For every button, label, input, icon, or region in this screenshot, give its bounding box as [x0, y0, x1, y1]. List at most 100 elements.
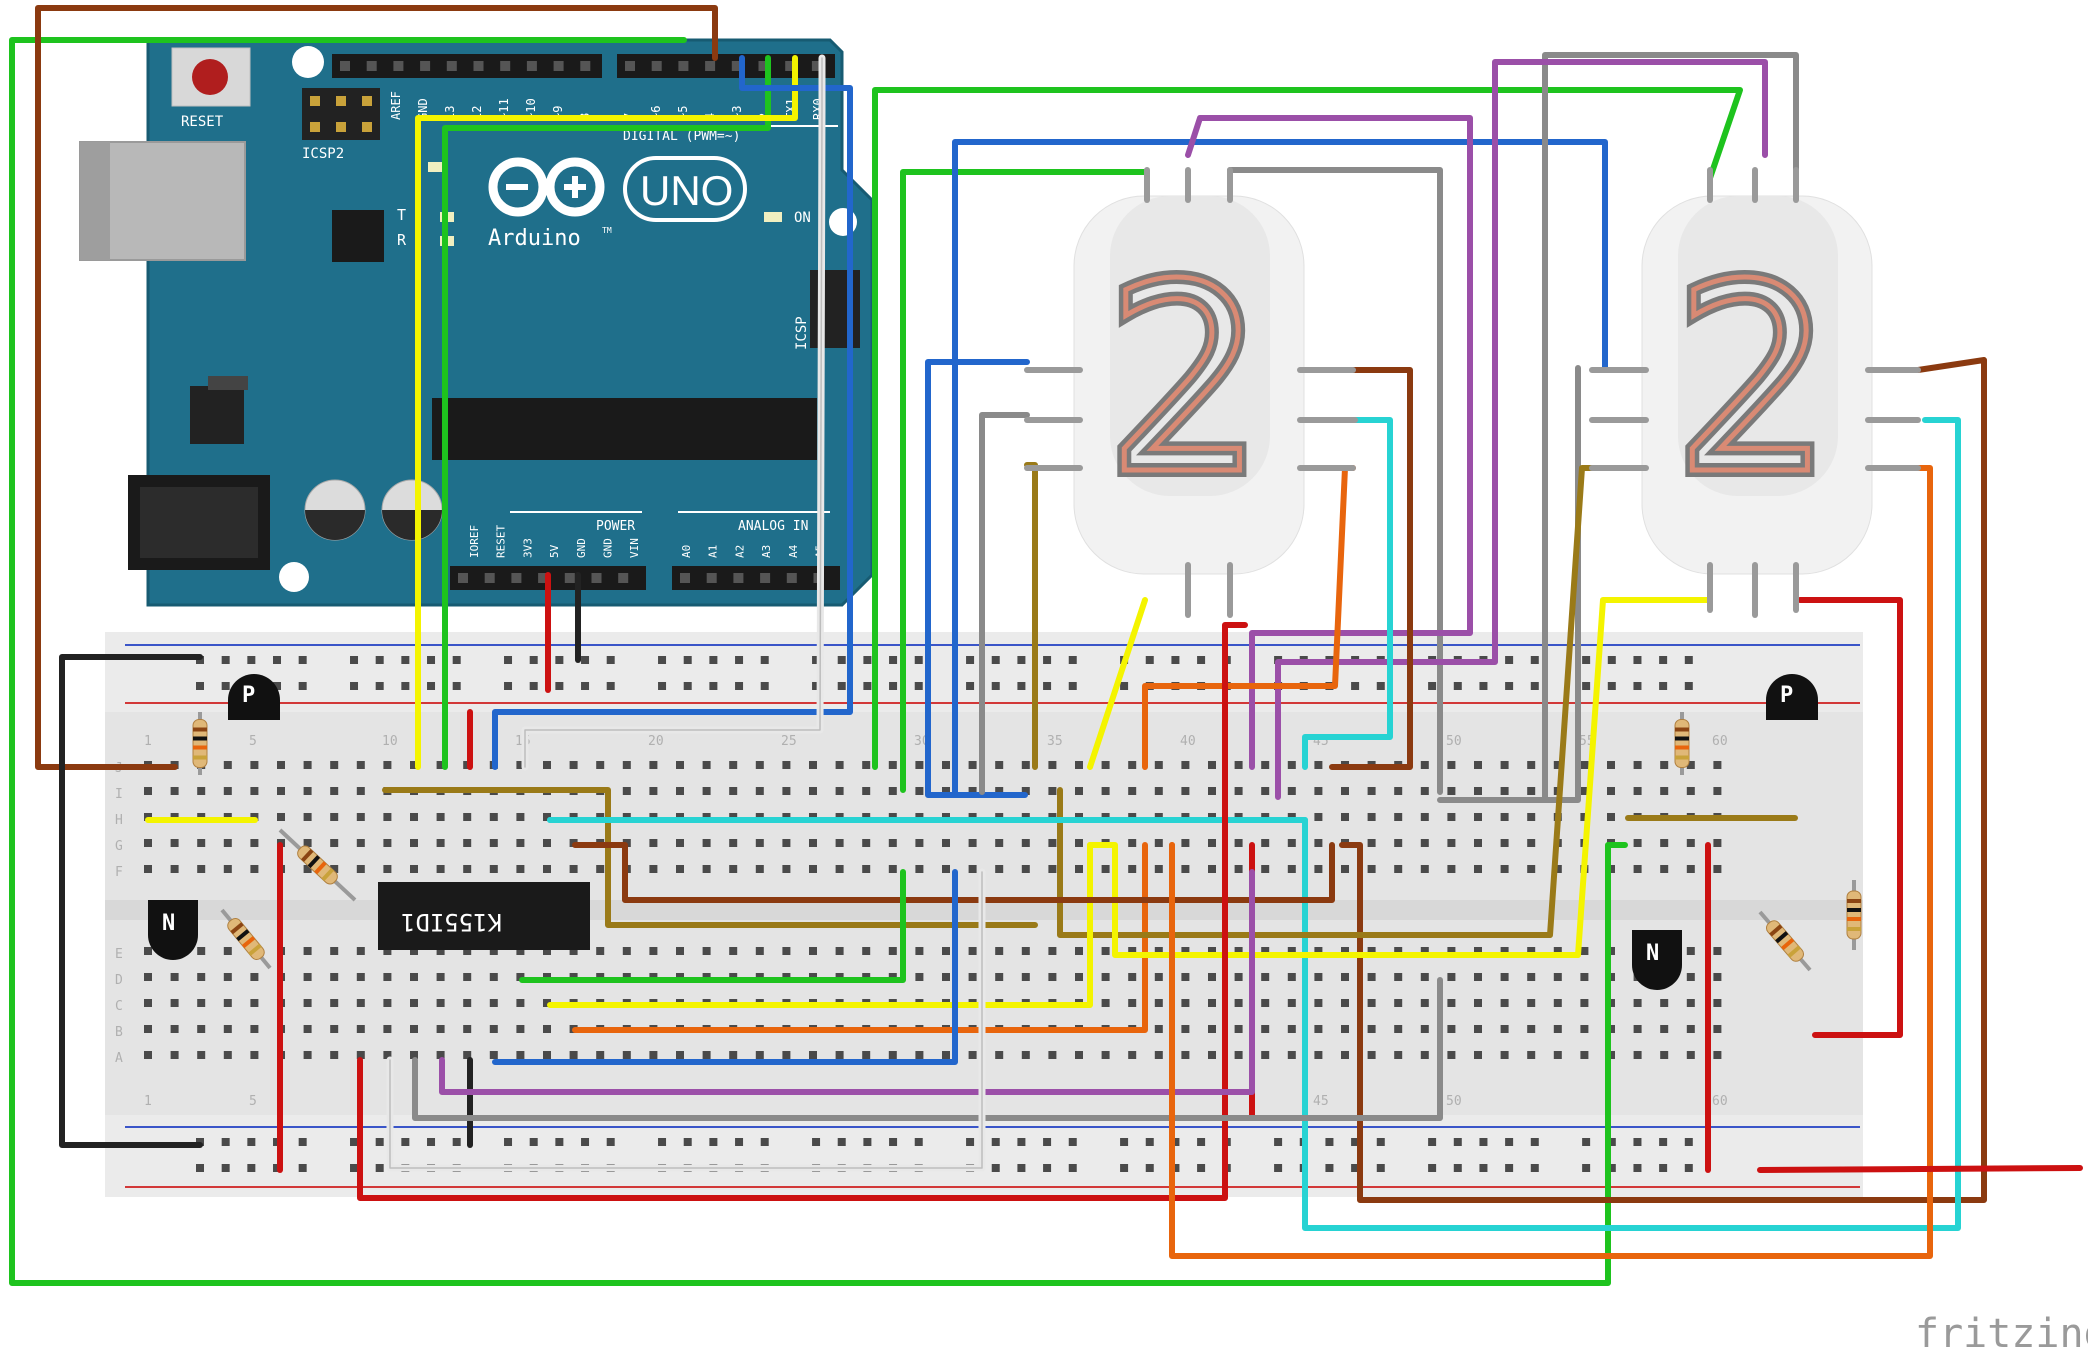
rail-hole: [298, 1138, 307, 1146]
wire-red[interactable]: [357, 622, 1248, 1201]
breadboard-hole: [702, 761, 711, 769]
wire-purple[interactable]: [1185, 115, 1473, 770]
wire-blue[interactable]: [952, 139, 1608, 798]
wire-black[interactable]: [59, 654, 203, 1148]
power-header-pins: [458, 573, 824, 583]
wire-gray[interactable]: [979, 412, 1030, 795]
wire-red[interactable]: [1797, 597, 1903, 1038]
breadboard-hole: [383, 865, 392, 873]
wire-purple[interactable]: [439, 869, 1255, 1095]
breadboard-hole: [1527, 865, 1536, 873]
wire-blue[interactable]: [925, 359, 1030, 798]
rail-hole: [966, 656, 975, 664]
breadboard-hole: [197, 839, 206, 847]
breadboard-hole: [1208, 1025, 1216, 1033]
breadboard-hole: [543, 1051, 551, 1059]
rail-hole: [1274, 1138, 1283, 1146]
breadboard-hole: [942, 973, 950, 981]
breadboard-hole: [543, 839, 551, 847]
rail-hole: [247, 1138, 256, 1146]
header-pin: [393, 61, 404, 71]
breadboard-hole: [1660, 839, 1669, 847]
wire-blue[interactable]: [492, 55, 853, 770]
breadboard-hole: [1234, 1025, 1243, 1033]
breadboard-hole: [1447, 973, 1456, 981]
header-pin: [538, 573, 549, 583]
breadboard-hole: [463, 999, 472, 1007]
breadboard-hole: [835, 787, 844, 795]
row-letter-i: I: [115, 787, 123, 802]
breadboard-hole: [463, 1025, 472, 1033]
wire-green[interactable]: [9, 37, 1628, 1286]
breadboard-hole: [1527, 999, 1536, 1007]
wire-green[interactable]: [519, 869, 906, 983]
breadboard-hole: [223, 947, 232, 955]
wire-gray[interactable]: [1542, 52, 1799, 803]
col-num-40: 40: [1180, 734, 1196, 749]
breadboard-hole: [436, 761, 445, 769]
wire-green[interactable]: [872, 87, 1743, 770]
wire-olive[interactable]: [382, 787, 1038, 928]
breadboard-hole: [1580, 813, 1589, 821]
breadboard-hole: [942, 947, 950, 955]
breadboard-hole: [1447, 865, 1456, 873]
rail-hole: [350, 656, 359, 664]
breadboard-hole: [1420, 999, 1429, 1007]
wire-blue[interactable]: [492, 869, 958, 1065]
rail-hole: [1428, 1164, 1437, 1172]
resistor: [1765, 920, 1805, 962]
breadboard-hole: [1474, 761, 1482, 769]
breadboard-hole: [1128, 1051, 1137, 1059]
breadboard-hole: [649, 839, 658, 847]
breadboard-hole: [1154, 973, 1163, 981]
pnp-transistor-left: P: [228, 674, 280, 720]
wire-brown[interactable]: [35, 5, 718, 770]
wire-red[interactable]: [1757, 1165, 2083, 1173]
reset-button-cap[interactable]: [192, 59, 228, 95]
breadboard-hole: [197, 947, 206, 955]
breadboard-hole: [170, 787, 179, 795]
breadboard-hole: [702, 1051, 711, 1059]
wire-gray[interactable]: [1227, 167, 1443, 795]
ic-body: [378, 882, 590, 950]
rail-hole: [427, 682, 436, 690]
header-pin: [705, 61, 716, 71]
rail-hole: [1376, 1164, 1385, 1172]
breadboard-hole: [1101, 1051, 1110, 1059]
wire-yellow[interactable]: [1087, 597, 1148, 770]
col-num-5: 5: [249, 734, 257, 749]
breadboard-hole: [303, 839, 312, 847]
rail-hole: [273, 682, 282, 690]
breadboard-hole: [1021, 787, 1030, 795]
breadboard-hole: [1580, 947, 1589, 955]
wire-green[interactable]: [900, 169, 1150, 793]
header-pin: [651, 61, 662, 71]
breadboard-hole: [1500, 839, 1509, 847]
breadboard-hole: [1261, 999, 1270, 1007]
rail-hole: [1325, 1164, 1334, 1172]
wire-brown[interactable]: [1339, 357, 1987, 1203]
wire-gray[interactable]: [412, 977, 1443, 1121]
breadboard-hole: [1527, 839, 1536, 847]
wire-green[interactable]: [442, 55, 771, 770]
rail-hole: [427, 656, 436, 664]
breadboard-hole: [1128, 787, 1137, 795]
breadboard-hole: [915, 865, 924, 873]
breadboard-hole: [170, 839, 179, 847]
header-pin: [526, 61, 537, 71]
digital-header-pins: [340, 61, 822, 71]
wire-brown[interactable]: [1329, 367, 1413, 770]
wire-olive[interactable]: [1057, 465, 1595, 938]
breadboard-hole: [250, 761, 259, 769]
header-pin: [340, 61, 350, 71]
breadboard-hole: [1447, 813, 1456, 821]
breadboard-hole: [1101, 947, 1110, 955]
wire-brown[interactable]: [572, 842, 1335, 903]
breadboard-hole: [1075, 1051, 1083, 1059]
analog-label: ANALOG IN: [738, 519, 808, 534]
breadboard-hole: [1420, 865, 1429, 873]
wire-yellow[interactable]: [1087, 597, 1713, 958]
breadboard-hole: [1394, 787, 1403, 795]
wire-cyan[interactable]: [1302, 417, 1393, 770]
wire-orange[interactable]: [572, 842, 1148, 1033]
